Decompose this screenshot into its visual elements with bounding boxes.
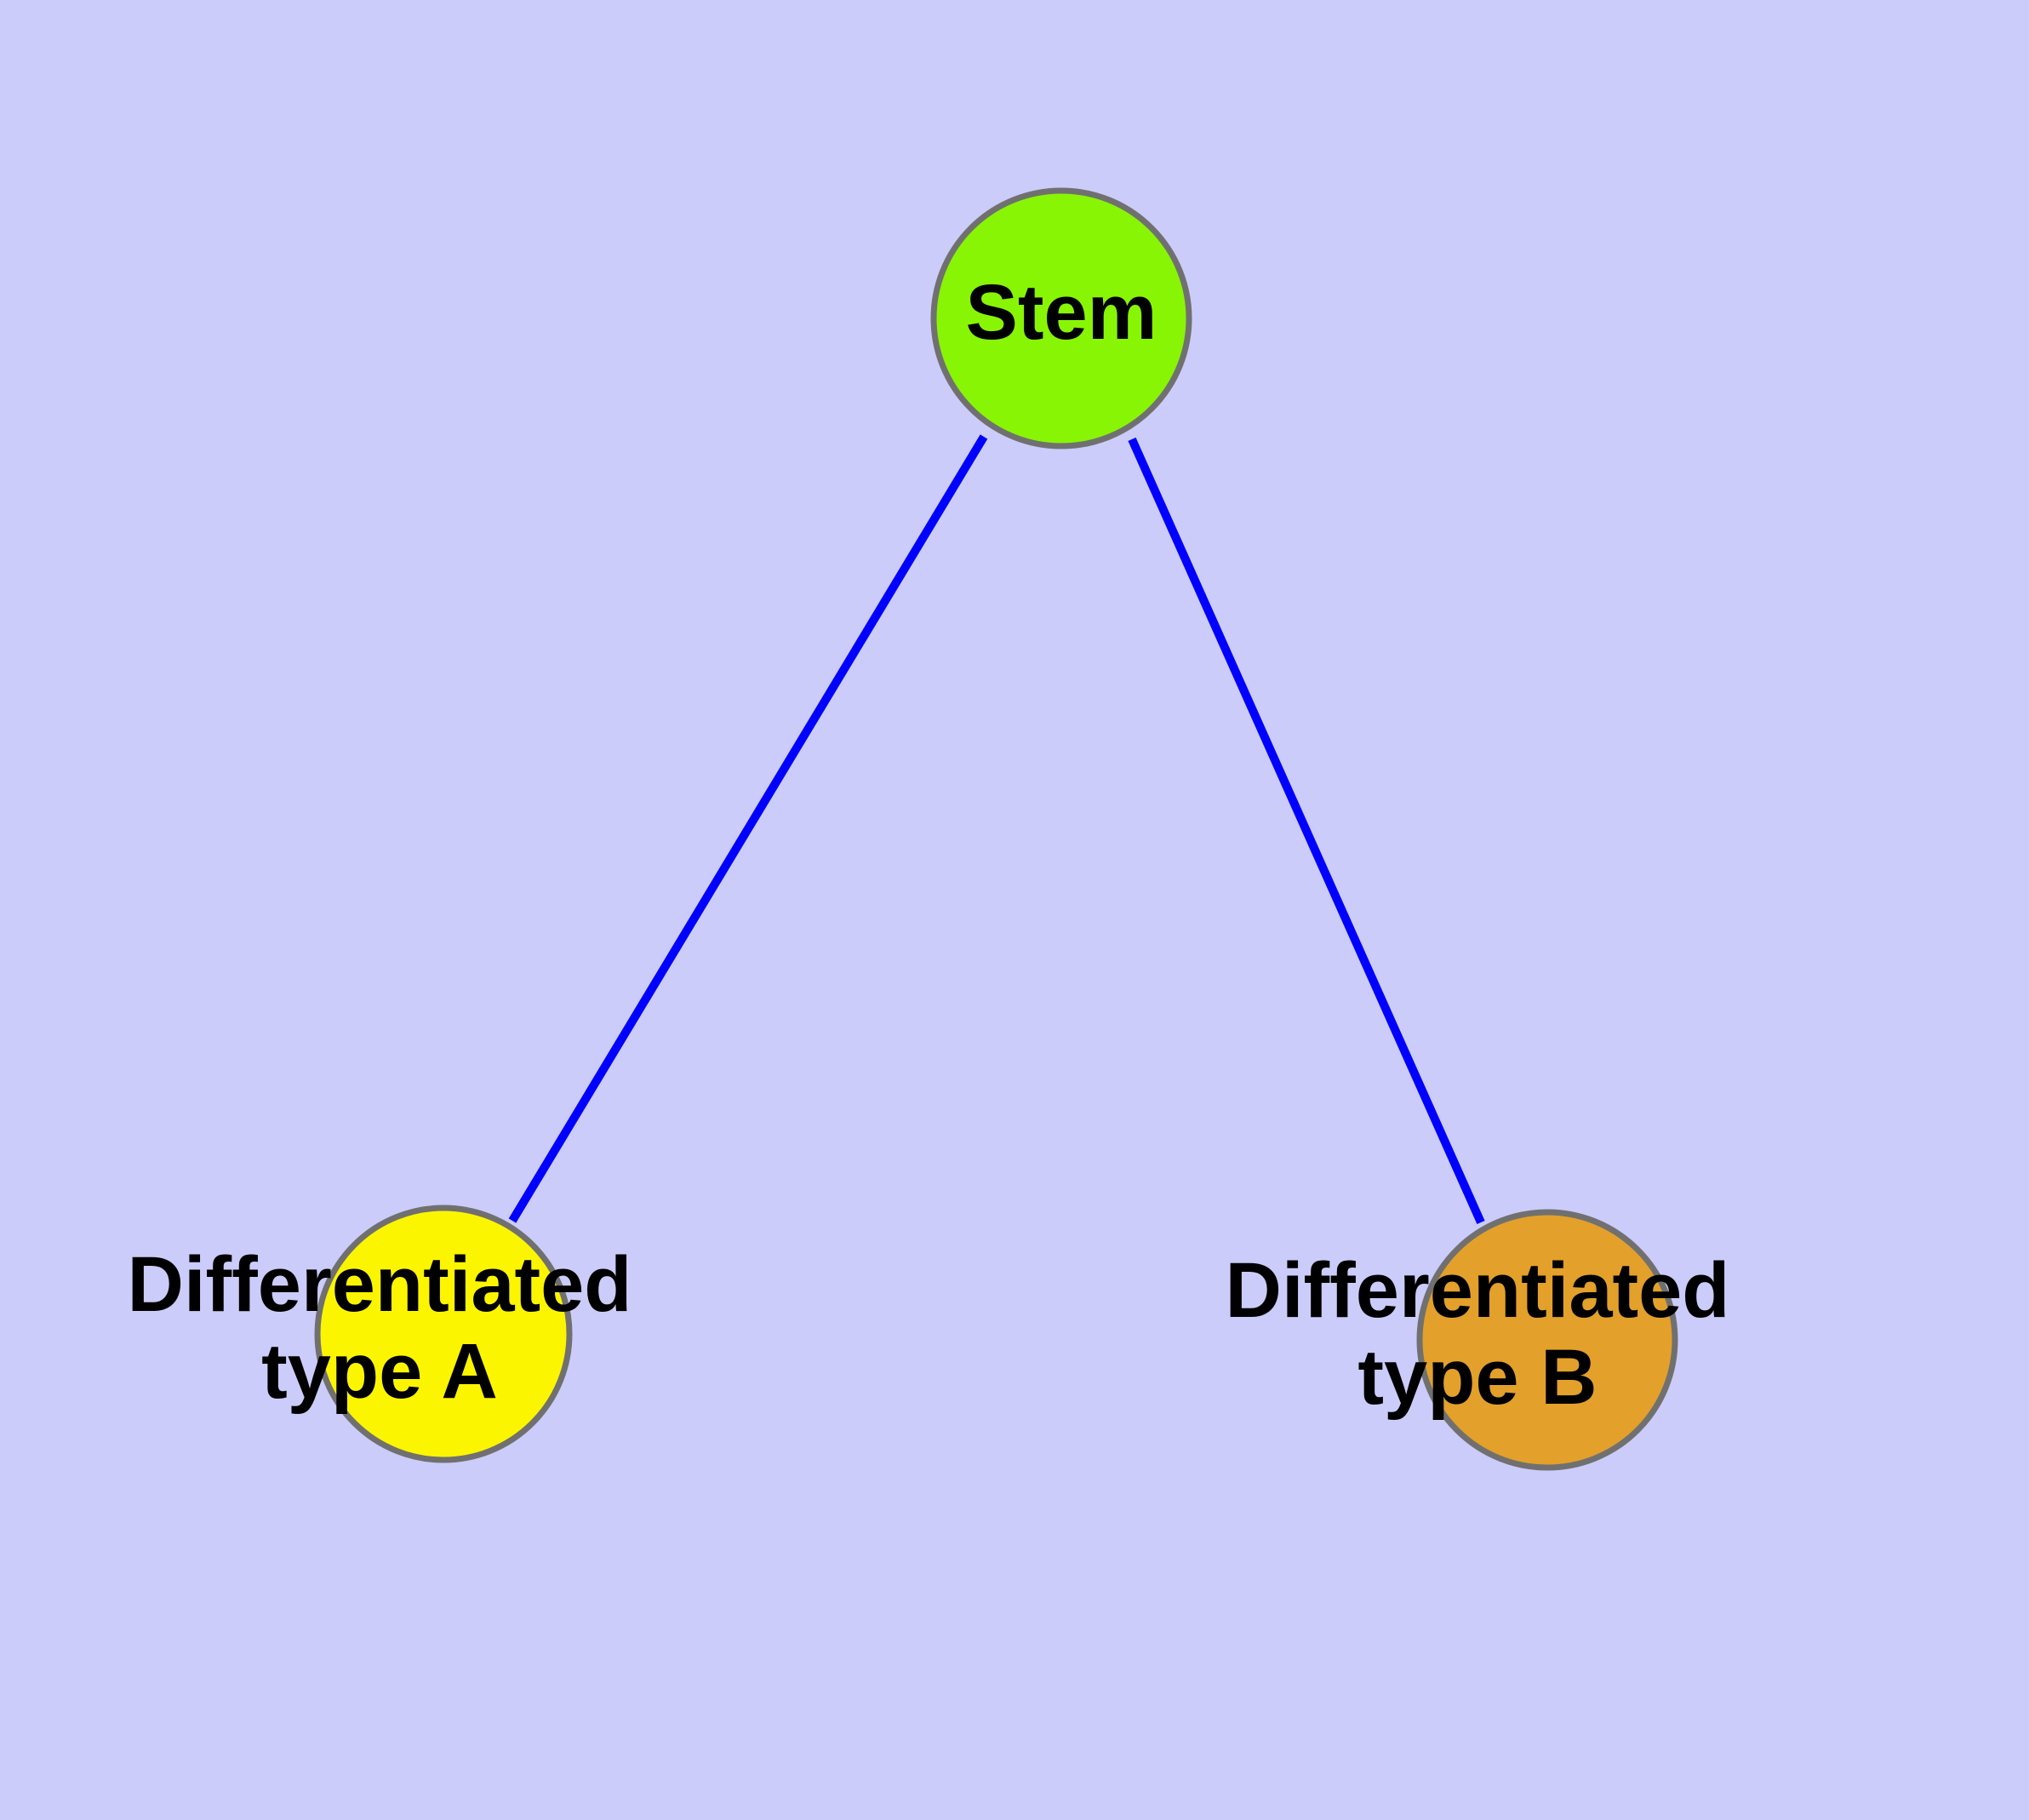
nodes-layer [314,187,1678,1471]
graph-edge-stem-to-diff-b[interactable] [1128,437,1485,1225]
graph-node-stem[interactable] [930,187,1192,449]
graph-node-label-stem: Stem [966,269,1157,356]
label-line: type B [1357,1334,1597,1421]
label-line: Differentiated [1226,1247,1730,1334]
label-line: type A [261,1328,498,1415]
edges-layer [508,434,1485,1225]
graph-node-diff-b[interactable] [1416,1209,1678,1471]
graph-edge-stem-to-diff-a[interactable] [508,434,988,1223]
label-line: Stem [966,269,1157,356]
graph-node-diff-a[interactable] [314,1205,573,1463]
label-line: Differentiated [128,1241,632,1328]
